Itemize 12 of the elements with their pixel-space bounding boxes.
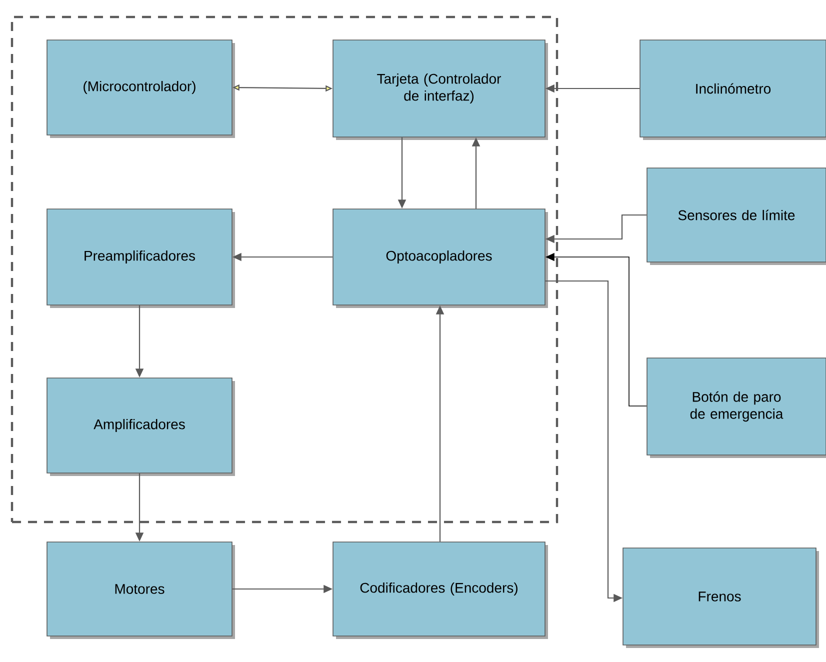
block-box: Optoacopladores	[332, 208, 548, 308]
block-box: Amplificadores	[46, 378, 235, 476]
block-box: Inclinómetro	[640, 40, 826, 140]
block-box: Botón de paro de emergencia	[646, 358, 826, 458]
block-box: Preamplificadores	[46, 208, 235, 308]
block-box: Tarjeta (Controlador de interfaz)	[332, 40, 548, 140]
block-box: (Microcontrolador)	[46, 40, 235, 138]
block-box: Sensores de límite	[646, 168, 826, 265]
dashed-boundary	[10, 16, 558, 524]
block-box: Codificadores (Encoders)	[332, 542, 548, 639]
block-box: Motores	[46, 542, 235, 639]
block-box: Frenos	[622, 548, 819, 648]
